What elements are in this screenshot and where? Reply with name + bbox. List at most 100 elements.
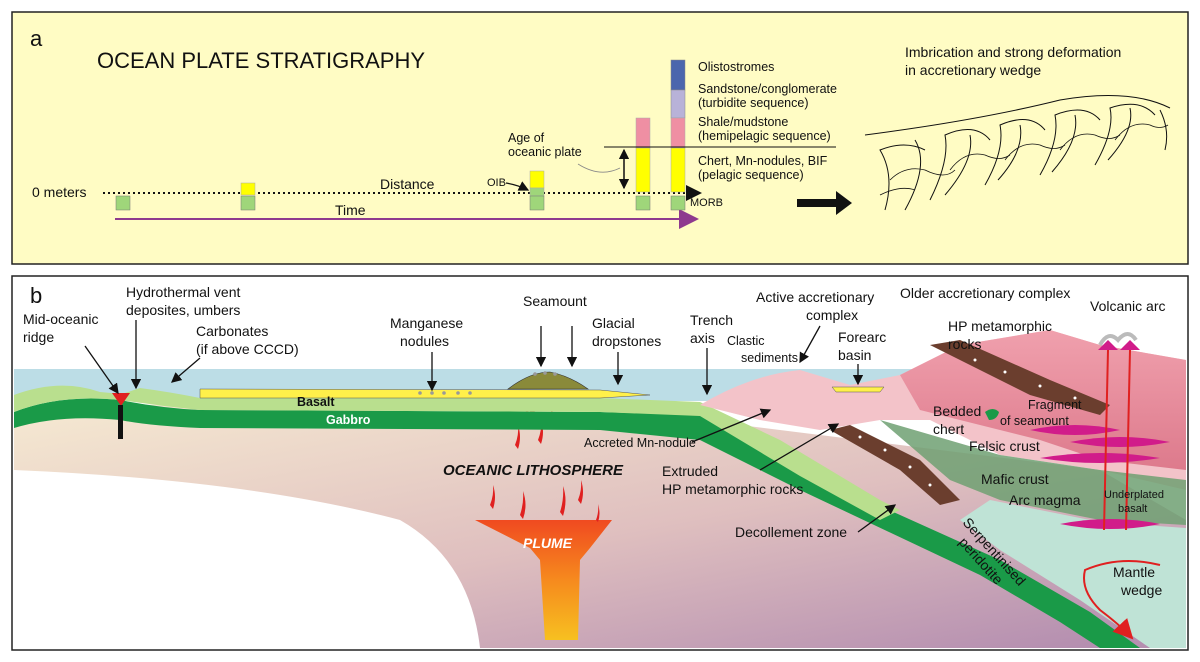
active-label-2: complex [806,307,858,323]
forearc-basin-fill [831,386,885,393]
clastic-label-2: sediments [741,351,798,365]
column-5-sandstone [670,89,686,119]
panel-b: b PLUME [11,275,1189,651]
deformation-label-2: in accretionary wedge [905,62,1041,78]
legend-chert-1: Chert, Mn-nodules, BIF [698,154,828,168]
column-2-basalt [240,195,256,211]
clastic-label-1: Clastic [727,334,765,348]
mantle-wedge [960,500,1186,648]
distance-label: Distance [380,176,435,192]
bedded-label-2: chert [933,421,964,437]
arc-conduit-1 [1103,349,1109,531]
hp-rock-dots [858,358,1077,487]
legend-sandstone-2: (turbidite sequence) [698,96,808,110]
panel-a-letter: a [30,26,43,51]
oib-label: OIB [487,177,506,189]
zero-meters-label: 0 meters [32,184,86,200]
felsic-label: Felsic crust [969,438,1040,454]
decollement-pointer [857,504,897,533]
gabbro-label: Gabbro [326,413,371,427]
bedded-label-1: Bedded [933,403,981,419]
column-5-chert [670,147,686,193]
forearc-label-2: basin [838,347,871,363]
basalt-sediment-layer [199,388,651,399]
column-4-shale [635,117,651,149]
deformation-label-1: Imbrication and strong deformation [905,44,1121,60]
panel-a: a OCEAN PLATE STRATIGRAPHY 0 meters Dist… [11,11,1189,265]
column-4-basalt [635,195,651,211]
mafic-label: Mafic crust [981,471,1049,487]
ridge-magma [112,393,130,406]
gabbro-layer [14,398,1140,648]
column-3-basalt [529,195,545,211]
basalt-label: Basalt [297,395,335,409]
extruded-label-1: Extruded [662,463,718,479]
mantle-wedge-label-2: wedge [1120,582,1162,598]
forearc-label-1: Forearc [838,329,886,345]
mantle-wedge-label-1: Mantle [1113,564,1155,580]
age-pointer [577,163,621,173]
accreted-pointer [691,408,772,443]
mafic-crust [880,420,1186,525]
accreted-label: Accreted Mn-nodule [584,436,696,450]
underplated-label-2: basalt [1118,503,1147,515]
panel-a-title: OCEAN PLATE STRATIGRAPHY [97,48,425,73]
mantle-flow-arrow [1083,560,1161,640]
hp-label-1: HP metamorphic [948,318,1052,334]
glacial-label-1: Glacial [592,315,635,331]
underplated-label-1: Underplated [1104,489,1164,501]
extruded-pointer [759,423,840,471]
carbonates-label-1: Carbonates [196,323,268,339]
morb-label: MORB [690,197,723,209]
older-complex-label: Older accretionary complex [900,285,1070,301]
hp-rocks-lower [830,425,960,505]
ridge-conduit [118,405,123,439]
carbonates-pointer [171,357,201,383]
panel-b-letter: b [30,283,42,308]
decollement-label: Decollement zone [735,524,847,540]
mid-oceanic-label-1: Mid-oceanic [23,311,98,327]
legend-shale-2: (hemipelagic sequence) [698,129,831,143]
manganese-label-2: nodules [400,333,449,349]
column-3-chert [529,170,545,189]
active-label-1: Active accretionary [756,289,874,305]
legend-shale-1: Shale/mudstone [698,115,788,129]
age-label-2: oceanic plate [508,145,582,159]
carbonates-label-2: (if above CCCD) [196,341,299,357]
lower-mantle-white [14,470,480,648]
column-5-basalt [670,195,686,211]
extruded-label-2: HP metamorphic rocks [662,481,803,497]
manganese-label-1: Manganese [390,315,463,331]
column-4-chert [635,147,651,193]
transition-arrow [797,191,852,215]
arc-magma-label: Arc magma [1009,492,1081,508]
seamount-label: Seamount [523,293,587,309]
arc-conduit-2 [1125,349,1131,531]
trench-label-1: Trench [690,312,733,328]
vent-label-1: Hydrothermal vent [126,284,240,300]
ridge-pointer [84,345,119,395]
trench-label-2: axis [690,330,715,346]
column-5-olistostrome [670,59,686,91]
volcanic-arc-label: Volcanic arc [1090,298,1165,314]
volcano-2 [1120,340,1140,350]
column-3-oib [529,187,545,197]
seamount-shape [507,371,589,390]
panel-a-background [11,11,1189,265]
mid-oceanic-label-2: ridge [23,329,54,345]
plume [475,520,612,640]
age-label-1: Age of [508,131,545,145]
oib-pointer [505,181,530,191]
manganese-nodules-dots [418,371,557,395]
column-1-basalt [115,195,131,211]
hp-label-2: rocks [948,336,981,352]
arc-magma-lenses [1030,425,1170,529]
oceanic-lithosphere-label: OCEANIC LITHOSPHERE [443,462,624,479]
glacial-label-2: dropstones [592,333,661,349]
column-2-chert [240,182,256,196]
plume-label: PLUME [523,535,573,551]
time-label: Time [335,202,366,218]
active-pointer [799,325,821,364]
fragment-label-1: Fragment [1028,398,1082,412]
